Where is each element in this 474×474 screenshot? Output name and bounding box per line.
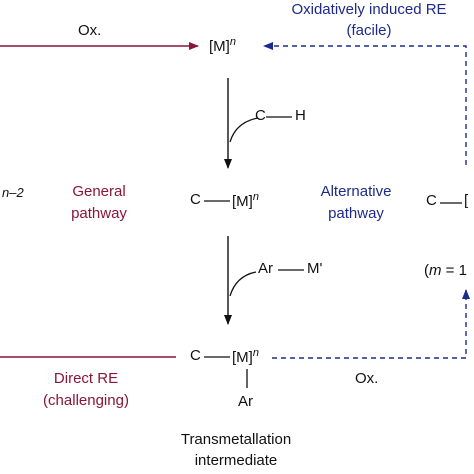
arm-transmetallating-agent: M' bbox=[307, 260, 323, 277]
cm-middle-metal-charge: n bbox=[252, 191, 259, 203]
cm-bottom-carbon: C bbox=[190, 347, 201, 364]
oxidative-re-label: Oxidatively induced RE bbox=[291, 1, 447, 18]
alternative-pathway-line2: pathway bbox=[328, 205, 384, 222]
oxidation-state-m: m bbox=[429, 262, 442, 279]
transmetallation-line1: Transmetallation bbox=[180, 431, 292, 448]
ch-curve bbox=[229, 117, 259, 143]
oxidation-state-eq: = 1 bbox=[445, 262, 467, 279]
ch-carbon: C bbox=[255, 107, 266, 124]
aryl-bottom: Ar bbox=[238, 393, 253, 410]
ox-label-bottom: Ox. bbox=[355, 370, 379, 387]
facile-label: (facile) bbox=[346, 22, 392, 39]
ch-hydrogen: H bbox=[295, 107, 306, 124]
metal-top-charge: n bbox=[229, 36, 236, 48]
direct-re-label: Direct RE bbox=[53, 370, 119, 387]
oxidation-state-note: (m = 1 bbox=[424, 262, 467, 279]
ox-label-top: Ox. bbox=[78, 22, 102, 39]
cm-right-bracket: [ bbox=[464, 192, 469, 209]
general-pathway-line1: General bbox=[72, 183, 126, 200]
cm-right-carbon: C bbox=[426, 192, 437, 209]
cm-bottom-metal-symbol: [M] bbox=[232, 349, 253, 366]
cm-bottom-metal-charge: n bbox=[252, 347, 259, 359]
left-charge-fragment: n–2 bbox=[2, 185, 24, 200]
metal-top-symbol: [M] bbox=[209, 38, 230, 55]
cm-middle-metal-symbol: [M] bbox=[232, 193, 253, 210]
challenging-label: (challenging) bbox=[43, 392, 129, 409]
cm-bottom-metal: [M]n bbox=[232, 347, 259, 367]
ox-arrow-bottom bbox=[272, 289, 470, 359]
general-pathway-line2: pathway bbox=[71, 205, 127, 222]
oxidative-re-arrow bbox=[263, 42, 467, 165]
metal-top: [M]n bbox=[209, 36, 236, 56]
transmetallation-line2: intermediate bbox=[194, 452, 278, 469]
alternative-pathway-line1: Alternative bbox=[320, 183, 392, 200]
arm-aryl: Ar bbox=[258, 260, 273, 277]
cm-middle-carbon: C bbox=[190, 191, 201, 208]
arm-curve bbox=[229, 271, 257, 297]
cm-middle-metal: [M]n bbox=[232, 191, 259, 211]
